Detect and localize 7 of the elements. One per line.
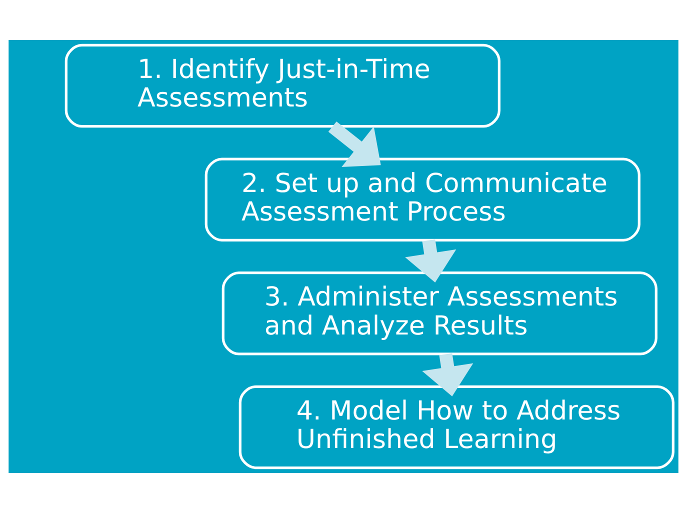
node-box: 2. Set up and Communicate Assessment Process — [204, 158, 640, 242]
arrow — [422, 353, 474, 396]
node-box: 4. Model How to Address Unfinished Learning — [238, 385, 674, 470]
node-box: 3. Administer Assessments and Analyze Results — [222, 272, 658, 356]
arrow — [328, 121, 381, 167]
arrow — [405, 239, 456, 283]
node-box: 1. Identify Just-in-Time Assessments — [64, 44, 500, 128]
